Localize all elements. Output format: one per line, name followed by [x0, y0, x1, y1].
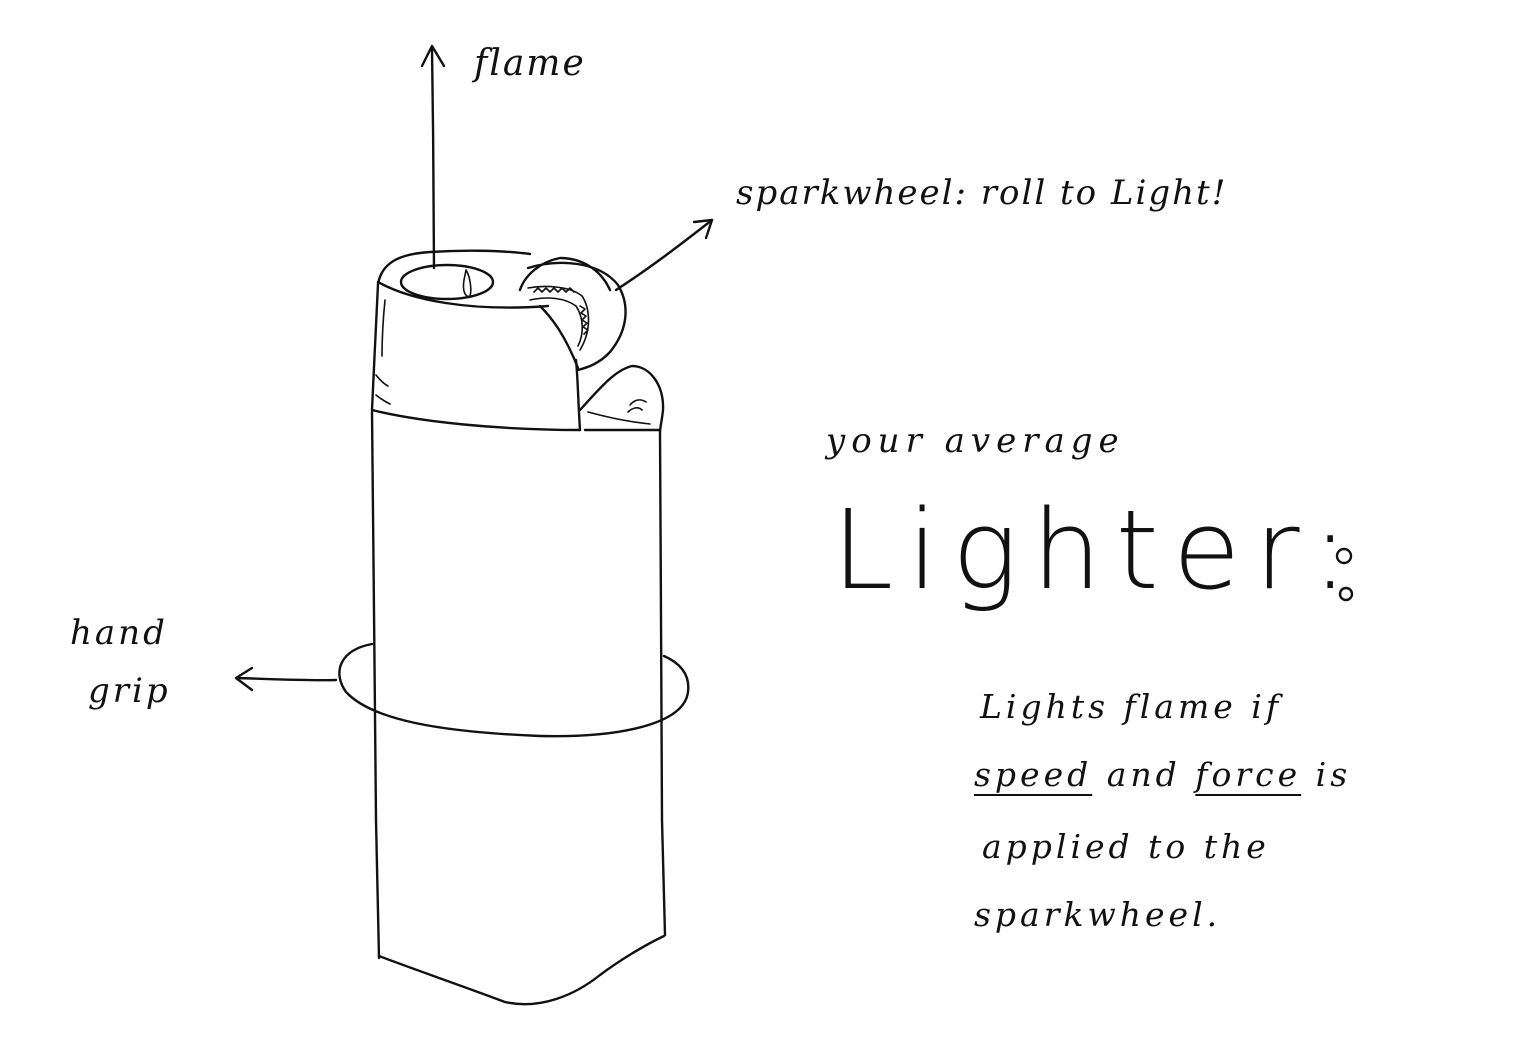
subtitle-your-average: your average — [826, 424, 1125, 458]
hand-grip-arrow — [236, 668, 336, 690]
description-line-2: speed and force is — [974, 758, 1351, 791]
force-underlined: force — [1195, 755, 1301, 794]
speed-underlined: speed — [974, 755, 1092, 794]
lighter-body — [372, 410, 665, 1004]
title-lighter: Lighter: — [832, 495, 1363, 605]
flame-label: flame — [474, 46, 586, 82]
flame-arrow — [422, 46, 444, 268]
and-text: and — [1092, 755, 1195, 794]
flame-hole — [401, 265, 493, 299]
grip-label: grip — [88, 674, 171, 708]
description-line-4: sparkwheel. — [974, 898, 1221, 931]
fuel-lever — [580, 366, 663, 432]
is-text: is — [1301, 755, 1351, 794]
description-line-3: applied to the — [982, 830, 1270, 863]
hand-label: hand — [70, 616, 168, 650]
sparkwheel — [528, 263, 626, 370]
description-line-1: Lights flame if — [980, 690, 1282, 723]
sparkwheel-label: sparkwheel: roll to Light! — [736, 176, 1227, 210]
sparkwheel-arrow — [616, 220, 712, 290]
hand-grip-ring — [339, 644, 688, 736]
